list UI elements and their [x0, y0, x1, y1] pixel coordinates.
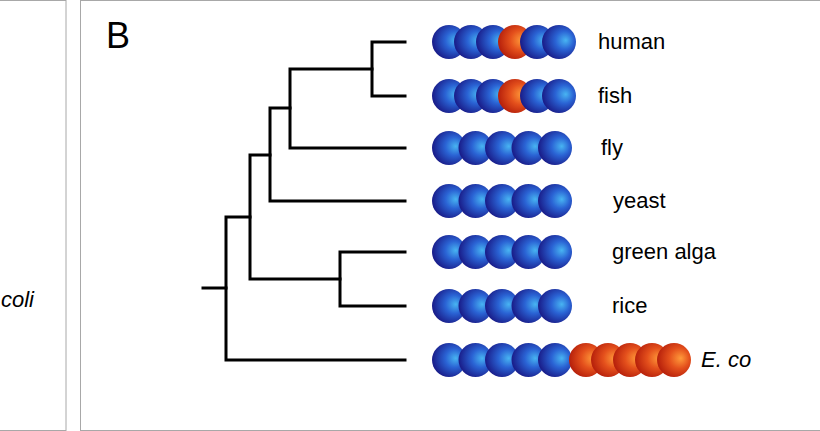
panel-frame	[81, 1, 820, 431]
orange-domain	[657, 343, 691, 377]
blue-domain	[538, 235, 572, 269]
species-label: green alga	[612, 240, 716, 264]
species-label: E. co	[701, 348, 751, 372]
tree-branch	[372, 42, 405, 96]
species-label: rice	[612, 294, 647, 318]
tree-root	[203, 287, 226, 290]
tree-branch	[270, 108, 405, 201]
tree-branch	[250, 155, 340, 279]
panel-letter: B	[106, 16, 130, 56]
blue-domain	[542, 25, 576, 59]
blue-domain	[538, 343, 572, 377]
species-label: fish	[598, 84, 632, 108]
tree-branch	[226, 217, 405, 360]
tree-branch	[340, 252, 405, 306]
blue-domain	[542, 79, 576, 113]
panel-frame	[0, 1, 66, 431]
blue-domain	[538, 289, 572, 323]
blue-domain	[538, 184, 572, 218]
species-label: human	[598, 30, 665, 54]
tree-branch	[290, 69, 405, 148]
phylogenetic-tree	[203, 42, 405, 360]
panel-a-label: coli	[1, 288, 34, 312]
species-label: yeast	[613, 189, 666, 213]
blue-domain	[538, 131, 572, 165]
species-label: fly	[601, 136, 623, 160]
